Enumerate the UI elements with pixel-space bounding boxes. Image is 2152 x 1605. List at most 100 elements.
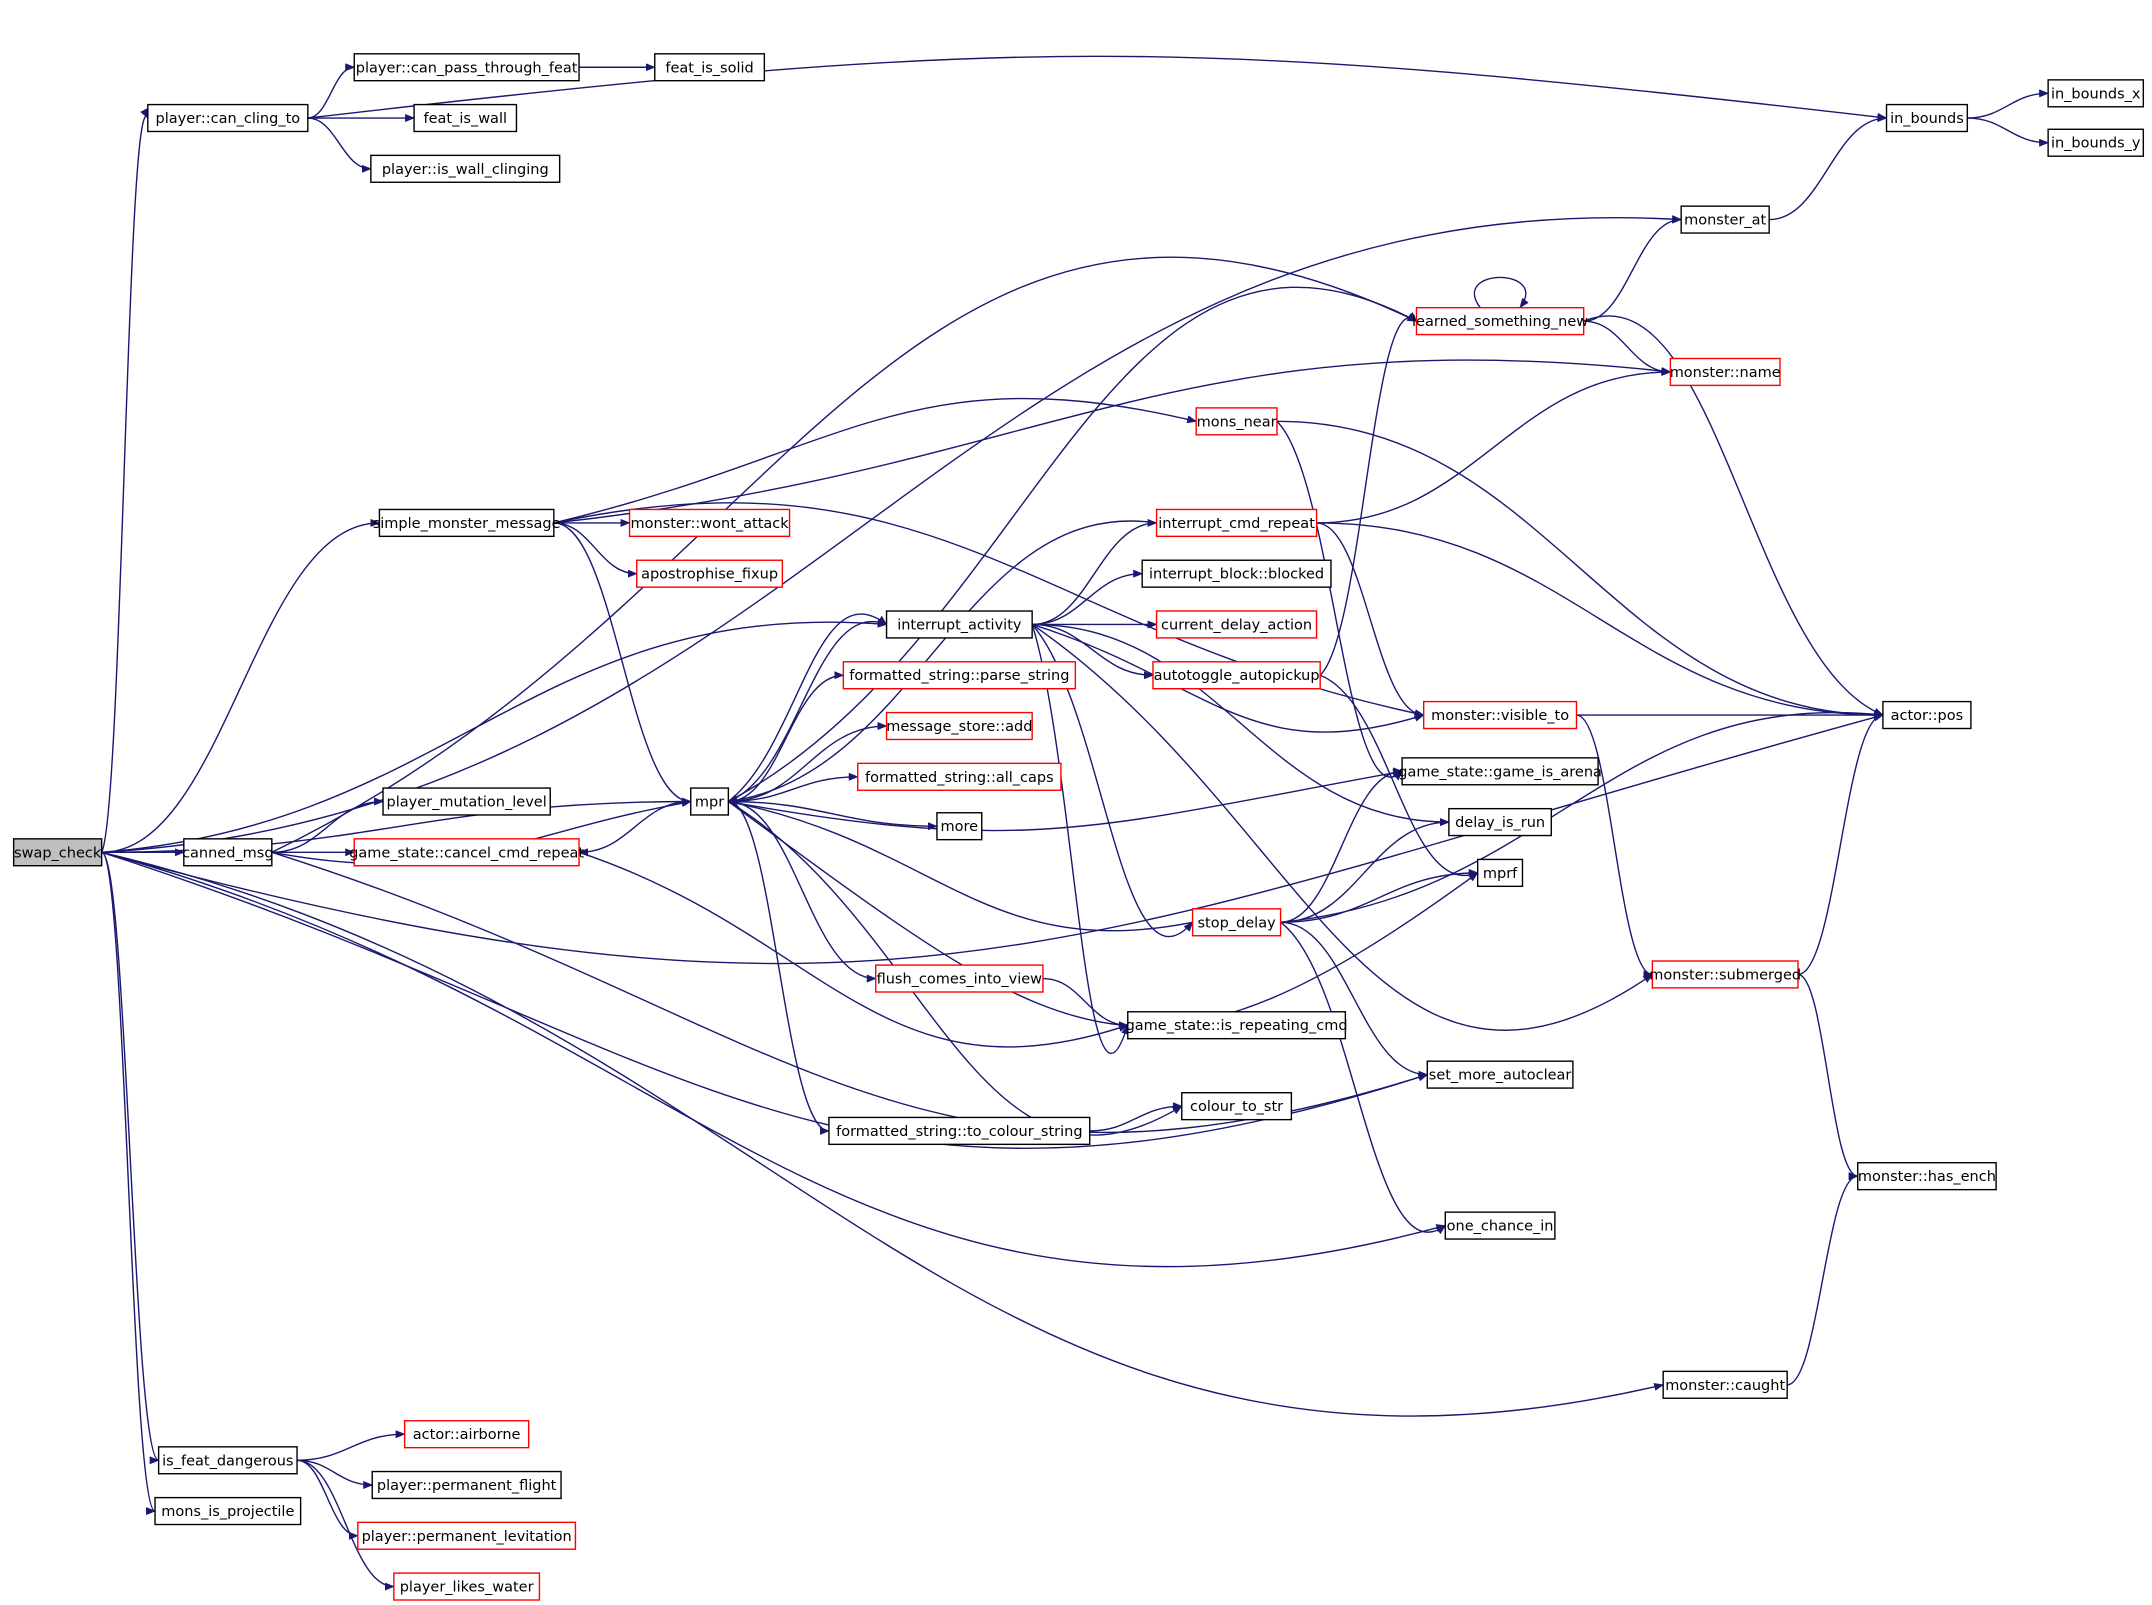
node-formatted-string-to-colour-string[interactable]: formatted_string::to_colour_string [828, 1116, 1091, 1146]
node-label: in_bounds_x [2051, 86, 2141, 102]
node-in-bounds-y[interactable]: in_bounds_y [2047, 128, 2145, 157]
edge-is_feat_dangerous-to-player_permanent_levitation [296, 1459, 359, 1540]
node-simple-monster-message[interactable]: simple_monster_message [373, 508, 561, 538]
node-player-mutation-level[interactable]: player_mutation_level [382, 787, 551, 816]
edge-stop_delay-to-game_state_game_is_arena [1280, 767, 1404, 923]
node-player-is-wall-clinging[interactable]: player::is_wall_clinging [370, 154, 561, 183]
node-label: monster_at [1684, 213, 1766, 229]
node-label: game_state::is_repeating_cmd [1126, 1018, 1348, 1034]
node-box [628, 508, 791, 538]
node-player-can-cling-to[interactable]: player::can_cling_to [147, 103, 309, 133]
node-monster-wont-attack[interactable]: monster::wont_attack [628, 508, 791, 538]
node-autotoggle-autopickup[interactable]: autotoggle_autopickup [1152, 661, 1321, 690]
edge-monster_visible_to-to-monster_submerged [1576, 714, 1654, 979]
node-box [1141, 559, 1332, 588]
node-set-more-autoclear[interactable]: set_more_autoclear [1426, 1060, 1574, 1089]
edge-interrupt_activity-to-mpr [727, 621, 887, 803]
node-box [1401, 757, 1599, 786]
edge-mpr-to-formatted_string_to_colour_string [728, 800, 830, 1135]
edge-monster_caught-to-monster_has_ench [1787, 1172, 1859, 1386]
edge-interrupt_cmd_repeat-to-actor_pos [1316, 522, 1884, 720]
node-mons-near[interactable]: mons_near [1195, 407, 1278, 436]
edge-is_feat_dangerous-to-actor_airborne [297, 1430, 406, 1461]
node-in-bounds[interactable]: in_bounds [1885, 103, 1969, 133]
node-in-bounds-x[interactable]: in_bounds_x [2047, 79, 2145, 108]
node-label: interrupt_cmd_repeat [1158, 516, 1315, 532]
node-stop-delay[interactable]: stop_delay [1191, 908, 1282, 937]
node-label: monster::visible_to [1431, 708, 1569, 724]
edge-monster_submerged-to-monster_has_ench [1797, 973, 1859, 1181]
node-box [12, 838, 103, 867]
node-game-state-is-repeating-cmd[interactable]: game_state::is_repeating_cmd [1126, 1011, 1348, 1040]
node-box [1426, 1060, 1574, 1089]
edge-simple_monster_message-to-monster_name [553, 359, 1672, 524]
node-monster-has-ench[interactable]: monster::has_ench [1857, 1162, 1997, 1191]
node-learned-something-new[interactable]: learned_something_new [1412, 307, 1588, 336]
edge-simple_monster_message-to-apostrophise_fixup [553, 522, 638, 578]
node-formatted-string-all-caps[interactable]: formatted_string::all_caps [857, 762, 1062, 791]
edge-interrupt_cmd_repeat-to-monster_visible_to [1316, 522, 1425, 720]
node-actor-pos[interactable]: actor::pos [1882, 700, 1972, 730]
node-game-state-cancel-cmd-repeat[interactable]: game_state::cancel_cmd_repeat [349, 838, 584, 867]
node-monster-visible-to[interactable]: monster::visible_to [1422, 700, 1578, 730]
node-message-store-add[interactable]: message_store::add [885, 711, 1033, 741]
node-mprf[interactable]: mprf [1476, 858, 1524, 888]
node-mons-is-projectile[interactable]: mons_is_projectile [154, 1496, 302, 1526]
node-formatted-string-parse-string[interactable]: formatted_string::parse_string [842, 661, 1077, 690]
node-mpr[interactable]: mpr [690, 787, 730, 816]
node-is-feat-dangerous[interactable]: is_feat_dangerous [157, 1446, 298, 1475]
node-colour-to-str[interactable]: colour_to_str [1181, 1092, 1293, 1121]
node-actor-airborne[interactable]: actor::airborne [403, 1420, 530, 1449]
edge-mpr-to-game_state_game_is_arena [728, 768, 1404, 832]
node-swap-check[interactable]: swap_check [12, 838, 103, 867]
node-interrupt-block-blocked[interactable]: interrupt_block::blocked [1141, 559, 1332, 588]
edge-interrupt_activity-to-interrupt_cmd_repeat [1032, 518, 1158, 626]
node-box [1152, 661, 1321, 690]
edge-swap_check-to-player_can_cling_to [101, 108, 149, 853]
node-box [1680, 205, 1770, 234]
edge-learned_something_new-to-learned_something_new [1473, 276, 1529, 309]
node-label: simple_monster_message [373, 516, 561, 532]
node-more[interactable]: more [936, 812, 983, 841]
node-monster-submerged[interactable]: monster::submerged [1649, 960, 1801, 989]
node-box [1422, 700, 1578, 730]
node-canned-msg[interactable]: canned_msg [182, 838, 274, 867]
node-label: learned_something_new [1412, 314, 1588, 330]
node-box [875, 964, 1044, 993]
edge-swap_check-to-set_more_autoclear [101, 851, 1429, 1149]
node-feat-is-wall[interactable]: feat_is_wall [413, 103, 518, 133]
node-label: player_mutation_level [387, 795, 547, 811]
node-current-delay-action[interactable]: current_delay_action [1155, 610, 1318, 639]
node-box [403, 1420, 530, 1449]
node-player-permanent-levitation[interactable]: player::permanent_levitation [357, 1521, 577, 1550]
node-delay-is-run[interactable]: delay_is_run [1448, 807, 1552, 837]
node-player-can-pass-through-feat[interactable]: player::can_pass_through_feat [353, 53, 580, 82]
node-game-state-game-is-arena[interactable]: game_state::game_is_arena [1398, 757, 1602, 786]
node-box [393, 1572, 541, 1601]
edge-learned_something_new-to-actor_pos [1583, 315, 1884, 716]
edge-canned_msg-to-player_mutation_level [271, 797, 385, 853]
node-interrupt-activity[interactable]: interrupt_activity [885, 610, 1033, 639]
node-apostrophise-fixup[interactable]: apostrophise_fixup [636, 559, 784, 588]
node-interrupt-cmd-repeat[interactable]: interrupt_cmd_repeat [1155, 508, 1318, 538]
node-monster-caught[interactable]: monster::caught [1662, 1370, 1788, 1399]
node-box [357, 1521, 577, 1550]
node-monster-at[interactable]: monster_at [1680, 205, 1770, 234]
node-box [1882, 700, 1972, 730]
node-flush-comes-into-view[interactable]: flush_comes_into_view [875, 964, 1044, 993]
node-label: monster::has_ench [1858, 1169, 1996, 1185]
node-player-likes-water[interactable]: player_likes_water [393, 1572, 541, 1601]
node-label: mons_is_projectile [161, 1504, 294, 1520]
node-player-permanent-flight[interactable]: player::permanent_flight [371, 1470, 562, 1500]
edge-learned_something_new-to-monster_name [1583, 320, 1672, 376]
node-box [1195, 407, 1278, 436]
node-monster-name[interactable]: monster::name [1669, 357, 1781, 387]
node-box [828, 1116, 1091, 1146]
edge-autotoggle_autopickup-to-mprf [1319, 674, 1479, 880]
node-box [1885, 103, 1969, 133]
node-one-chance-in[interactable]: one_chance_in [1444, 1211, 1556, 1240]
node-feat-is-solid[interactable]: feat_is_solid [654, 53, 766, 82]
edge-autotoggle_autopickup-to-learned_something_new [1319, 312, 1418, 676]
node-box [842, 661, 1077, 690]
